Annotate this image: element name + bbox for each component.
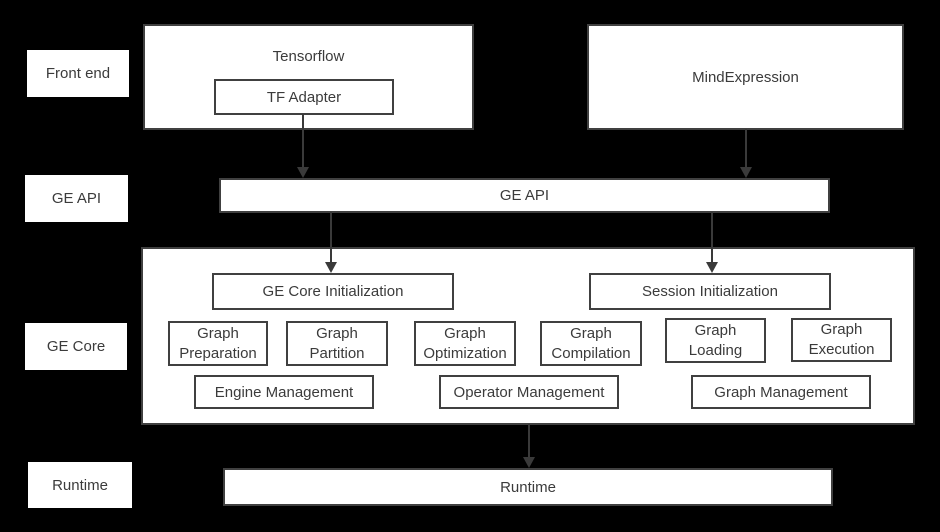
graph-preparation-box: Graph Preparation xyxy=(168,321,268,366)
graph-compilation-box: Graph Compilation xyxy=(540,321,642,366)
engine-management-box: Engine Management xyxy=(194,375,374,409)
side-label-front-end: Front end xyxy=(27,50,129,97)
tensorflow-box: Tensorflow TF Adapter xyxy=(143,24,474,130)
side-label-ge-api: GE API xyxy=(25,175,128,222)
graph-loading-box: Graph Loading xyxy=(665,318,766,363)
arrow-tf-adapter-to-ge-api xyxy=(297,114,309,178)
operator-management-box: Operator Management xyxy=(439,375,619,409)
arrow-ge-api-to-ge-core-init xyxy=(325,212,337,273)
tensorflow-title: Tensorflow xyxy=(272,48,345,65)
side-label-ge-core: GE Core xyxy=(25,323,127,370)
ge-api-bar: GE API xyxy=(219,178,830,213)
arrow-mindexpression-to-ge-api xyxy=(740,129,752,178)
graph-execution-box: Graph Execution xyxy=(791,318,892,362)
session-initialization-box: Session Initialization xyxy=(589,273,831,310)
arrow-ge-api-to-session-init xyxy=(706,212,718,273)
runtime-bar: Runtime xyxy=(223,468,833,506)
ge-core-initialization-box: GE Core Initialization xyxy=(212,273,454,310)
graph-optimization-box: Graph Optimization xyxy=(414,321,516,366)
side-label-runtime: Runtime xyxy=(28,462,132,508)
arrow-ge-core-to-runtime xyxy=(523,424,535,468)
mindexpression-box: MindExpression xyxy=(587,24,904,130)
tf-adapter-box: TF Adapter xyxy=(214,79,394,115)
graph-partition-box: Graph Partition xyxy=(286,321,388,366)
graph-management-box: Graph Management xyxy=(691,375,871,409)
